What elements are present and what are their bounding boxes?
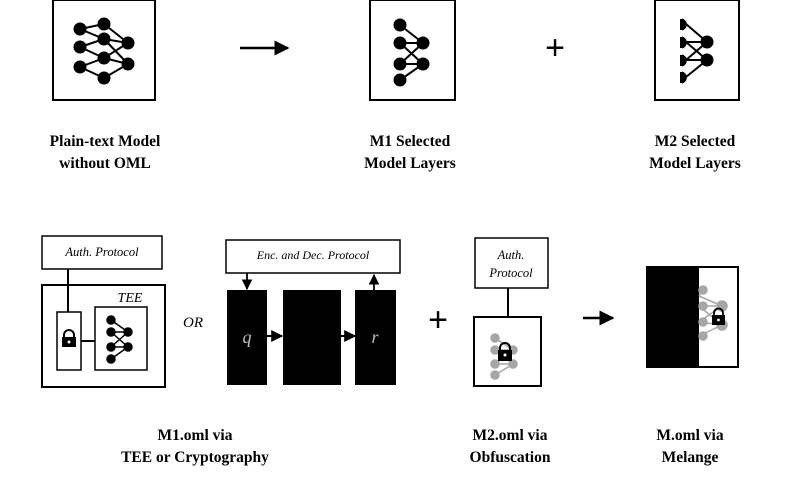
tee-model-icon [106, 315, 133, 364]
obfuscation-box [473, 316, 542, 387]
q-block [227, 290, 267, 385]
r-block [355, 290, 396, 385]
tee-box: TEE [41, 284, 166, 388]
full-network-icon [73, 17, 135, 85]
r-label: r [371, 327, 379, 347]
melange-box [646, 266, 739, 368]
encrypted-model-block [283, 290, 341, 385]
lock-icon [62, 329, 76, 347]
enc-dec-protocol-box: Enc. and Dec. Protocol [225, 239, 401, 274]
auth-protocol-box-1: Auth. Protocol [41, 235, 163, 270]
m2-selected-box [654, 0, 740, 101]
q-label: q [243, 327, 252, 347]
lock-icon [498, 342, 512, 361]
protected-half [647, 267, 699, 367]
plain-model-box [52, 0, 156, 101]
auth-protocol-box-2: Auth. Protocol [474, 237, 549, 289]
tee-label: TEE [118, 291, 143, 306]
auth-protocol-label-2a: Auth. [497, 248, 525, 262]
auth-protocol-label-2b: Protocol [488, 266, 533, 280]
auth-protocol-label-1: Auth. Protocol [64, 245, 139, 259]
m1-layers-icon [393, 18, 430, 87]
m2-layers-icon [680, 18, 714, 84]
enc-dec-protocol-label: Enc. and Dec. Protocol [256, 248, 370, 262]
crypto-pipeline: q r [227, 290, 396, 385]
plus-operator-2: + [428, 301, 448, 339]
plus-operator-1: + [545, 29, 565, 67]
or-label: OR [183, 315, 203, 331]
lock-icon [712, 307, 725, 325]
m1-selected-box [369, 0, 456, 101]
